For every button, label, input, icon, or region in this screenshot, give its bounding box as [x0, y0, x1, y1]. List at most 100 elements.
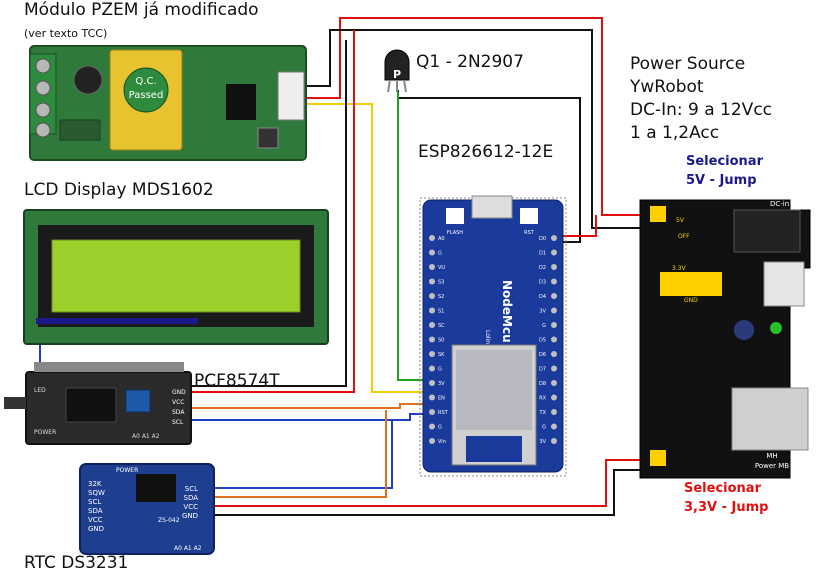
esp-label: ESP826612-12E	[418, 142, 554, 162]
wire-black-pzem-power	[300, 29, 640, 229]
esp-pin-hole	[429, 365, 435, 372]
pcf-pin-label: SDA	[172, 409, 185, 416]
esp-left-pin-label: G	[438, 425, 442, 431]
rtc-right-pin-label: VCC	[183, 503, 198, 511]
wire-red-pcf-vcc	[190, 30, 355, 393]
rtc-left-pin-label: 32K	[88, 480, 102, 488]
terminal-screw	[35, 80, 51, 96]
pzem-title: Módulo PZEM já modificado	[24, 0, 259, 20]
wire-black-rtc-gnd	[212, 469, 650, 516]
esp-pin-hole	[429, 394, 435, 401]
select-33v-line-2: 3,3V - Jump	[684, 500, 769, 515]
esp-right-pin-label: D7	[539, 367, 546, 373]
esp-pin-hole	[429, 423, 435, 430]
esp-pin-hole	[429, 322, 435, 328]
mb-dcin-label: DC-in	[770, 200, 789, 208]
select-5v-line-2: 5V - Jump	[686, 173, 757, 188]
esp-left-pin-label: RST	[438, 410, 449, 416]
esp-pin-hole	[429, 278, 435, 285]
wire-blue-rtc-scl	[212, 420, 393, 489]
capacitor-mb	[734, 320, 754, 340]
pcf-potentiometer	[125, 389, 151, 413]
rst-button	[520, 208, 538, 224]
esp-pin-hole	[429, 264, 435, 270]
esp-pin-hole	[551, 394, 557, 401]
rtc-label: RTC DS3231	[24, 553, 129, 573]
lcd-pins	[36, 318, 198, 324]
esp-right-pin-label: D3	[539, 280, 546, 286]
esp-pin-hole	[551, 278, 557, 285]
esp-right-pin-label: D8	[539, 381, 546, 387]
pcf-power-label: POWER	[34, 429, 56, 436]
rtc-left-pin-label: SQW	[88, 489, 105, 497]
esp-pin-hole	[551, 365, 557, 372]
terminal-screw	[35, 102, 51, 118]
esp-pin-hole	[429, 249, 435, 256]
esp-pin-hole	[429, 351, 435, 357]
flash-button	[446, 208, 464, 224]
qc-label-1: Q.C.	[135, 76, 156, 87]
rtc-left-pin-label: VCC	[88, 516, 103, 524]
select-5v-line-1: Selecionar	[686, 154, 763, 169]
mb-name-label: MH	[766, 452, 777, 460]
esp-left-pin-label: EN	[438, 396, 445, 402]
wire-yellow-pzem-nodemcu	[300, 103, 432, 393]
lcd-display	[23, 209, 329, 345]
pcf-pin-label: VCC	[172, 399, 184, 406]
esp-pin-hole	[429, 380, 435, 386]
rtc-left-pin-label: SDA	[88, 507, 103, 515]
pcf-pin-label: GND	[172, 389, 186, 396]
mb-off-label: OFF	[678, 233, 690, 240]
esp-pin-hole	[551, 380, 557, 386]
esp-left-pin-label: SC	[438, 323, 445, 329]
flash-label: FLASH	[447, 230, 463, 236]
rtc-left-pin-label: GND	[88, 525, 104, 533]
mb-gnd-label: GND	[684, 297, 698, 304]
select-33v-line-1: Selecionar	[684, 481, 761, 496]
esp-pin-hole	[429, 235, 435, 241]
esp-pin-hole	[551, 264, 557, 270]
rtc-addr-label: A0 A1 A2	[174, 545, 202, 552]
pcf-chip	[65, 387, 117, 423]
esp-left-pin-label: G	[438, 367, 442, 373]
esp-right-pin-label: G	[542, 425, 546, 431]
jumper-33v	[650, 450, 666, 466]
esp-right-pin-label: D2	[539, 265, 546, 271]
rtc-right-pin-label: SCL	[185, 485, 198, 493]
pzem-module: Q.C. Passed	[29, 45, 307, 161]
pzem-note: (ver texto TCC)	[24, 27, 108, 40]
pcf-led-label: LED	[34, 387, 46, 394]
rtc-left-pin-label: SCL	[88, 498, 101, 506]
wire-red-rtc-vcc	[212, 459, 650, 507]
led-green	[770, 322, 782, 334]
esp-pin-hole	[551, 307, 557, 314]
esp-pin-hole	[551, 438, 557, 444]
usb-port	[471, 195, 513, 219]
esp-pin-hole	[551, 322, 557, 328]
mb-5v-label: 5V	[676, 217, 685, 224]
wire-red-nodemcu-power	[560, 215, 597, 237]
esp-left-pin-label: G	[438, 251, 442, 257]
esp-pin-hole	[551, 336, 557, 343]
wires	[39, 17, 650, 516]
wire-orange-rtc-sda	[212, 410, 387, 498]
esp-left-pin-label: VU	[438, 265, 445, 271]
transistor-q1: P	[384, 49, 410, 93]
transistor-letter: P	[393, 68, 401, 81]
esp-right-pin-label: D1	[539, 251, 546, 257]
esp-right-pin-label: D0	[539, 236, 546, 242]
pcf-addr-label: A0 A1 A2	[132, 433, 160, 440]
pcf-label: PCF8574T	[194, 371, 280, 391]
pzem-button	[257, 127, 279, 149]
esp-pin-hole	[429, 336, 435, 343]
mb-switch	[763, 261, 805, 307]
esp-right-pin-label: D6	[539, 352, 546, 358]
dc-jack	[733, 209, 801, 253]
wire-blue-scl	[190, 413, 432, 421]
usb-a-port	[731, 387, 809, 451]
wire-red-pzem-power	[300, 17, 640, 216]
